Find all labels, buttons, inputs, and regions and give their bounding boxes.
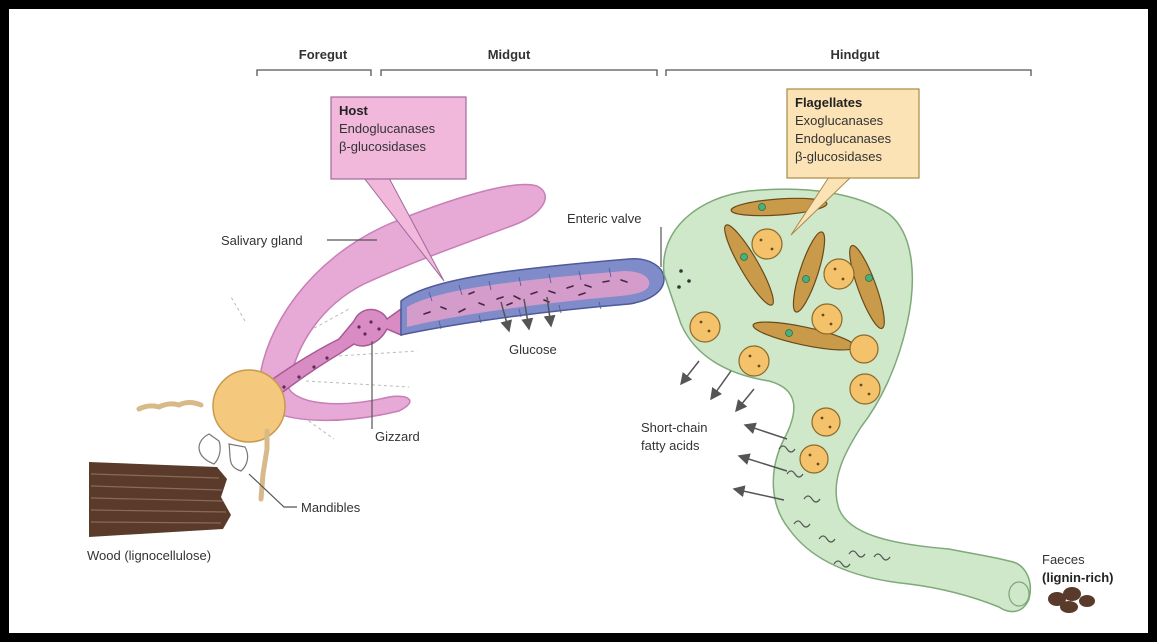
midgut-label: Midgut <box>488 47 531 62</box>
wood-label: Wood (lignocellulose) <box>87 548 211 563</box>
mandibles-label: Mandibles <box>301 500 361 515</box>
scfa-label-line2: fatty acids <box>641 438 700 453</box>
termite-gut-diagram: Foregut Midgut Hindgut Wood (lignocellul… <box>9 9 1148 633</box>
faeces-pellets <box>1048 587 1095 613</box>
wood-block <box>89 462 231 537</box>
faeces-label-line1: Faeces <box>1042 552 1085 567</box>
foregut-bracket <box>257 70 371 76</box>
midgut-bracket <box>381 70 657 76</box>
flagellates-box-line-1: Exoglucanases <box>795 113 884 128</box>
gizzard-label: Gizzard <box>375 429 420 444</box>
hindgut <box>664 189 1031 611</box>
section-brackets <box>257 70 1031 76</box>
scfa-label-line1: Short-chain <box>641 420 707 435</box>
antenna-left <box>139 403 201 410</box>
hindgut-bracket <box>666 70 1031 76</box>
midgut <box>401 259 664 335</box>
flagellates-box-line-3: β-glucosidases <box>795 149 882 164</box>
salivary-gland-label: Salivary gland <box>221 233 303 248</box>
host-box-line-1: Endoglucanases <box>339 121 436 136</box>
faeces-label-line2: (lignin-rich) <box>1042 570 1114 585</box>
mandibles-leader <box>249 474 297 507</box>
foregut-label: Foregut <box>299 47 348 62</box>
glucose-label: Glucose <box>509 342 557 357</box>
flagellates-box-line-2: Endoglucanases <box>795 131 892 146</box>
hindgut-label: Hindgut <box>830 47 880 62</box>
enteric-valve-label: Enteric valve <box>567 211 641 226</box>
flagellates-box-title: Flagellates <box>795 95 862 110</box>
host-box-title: Host <box>339 103 369 118</box>
host-box-line-2: β-glucosidases <box>339 139 426 154</box>
